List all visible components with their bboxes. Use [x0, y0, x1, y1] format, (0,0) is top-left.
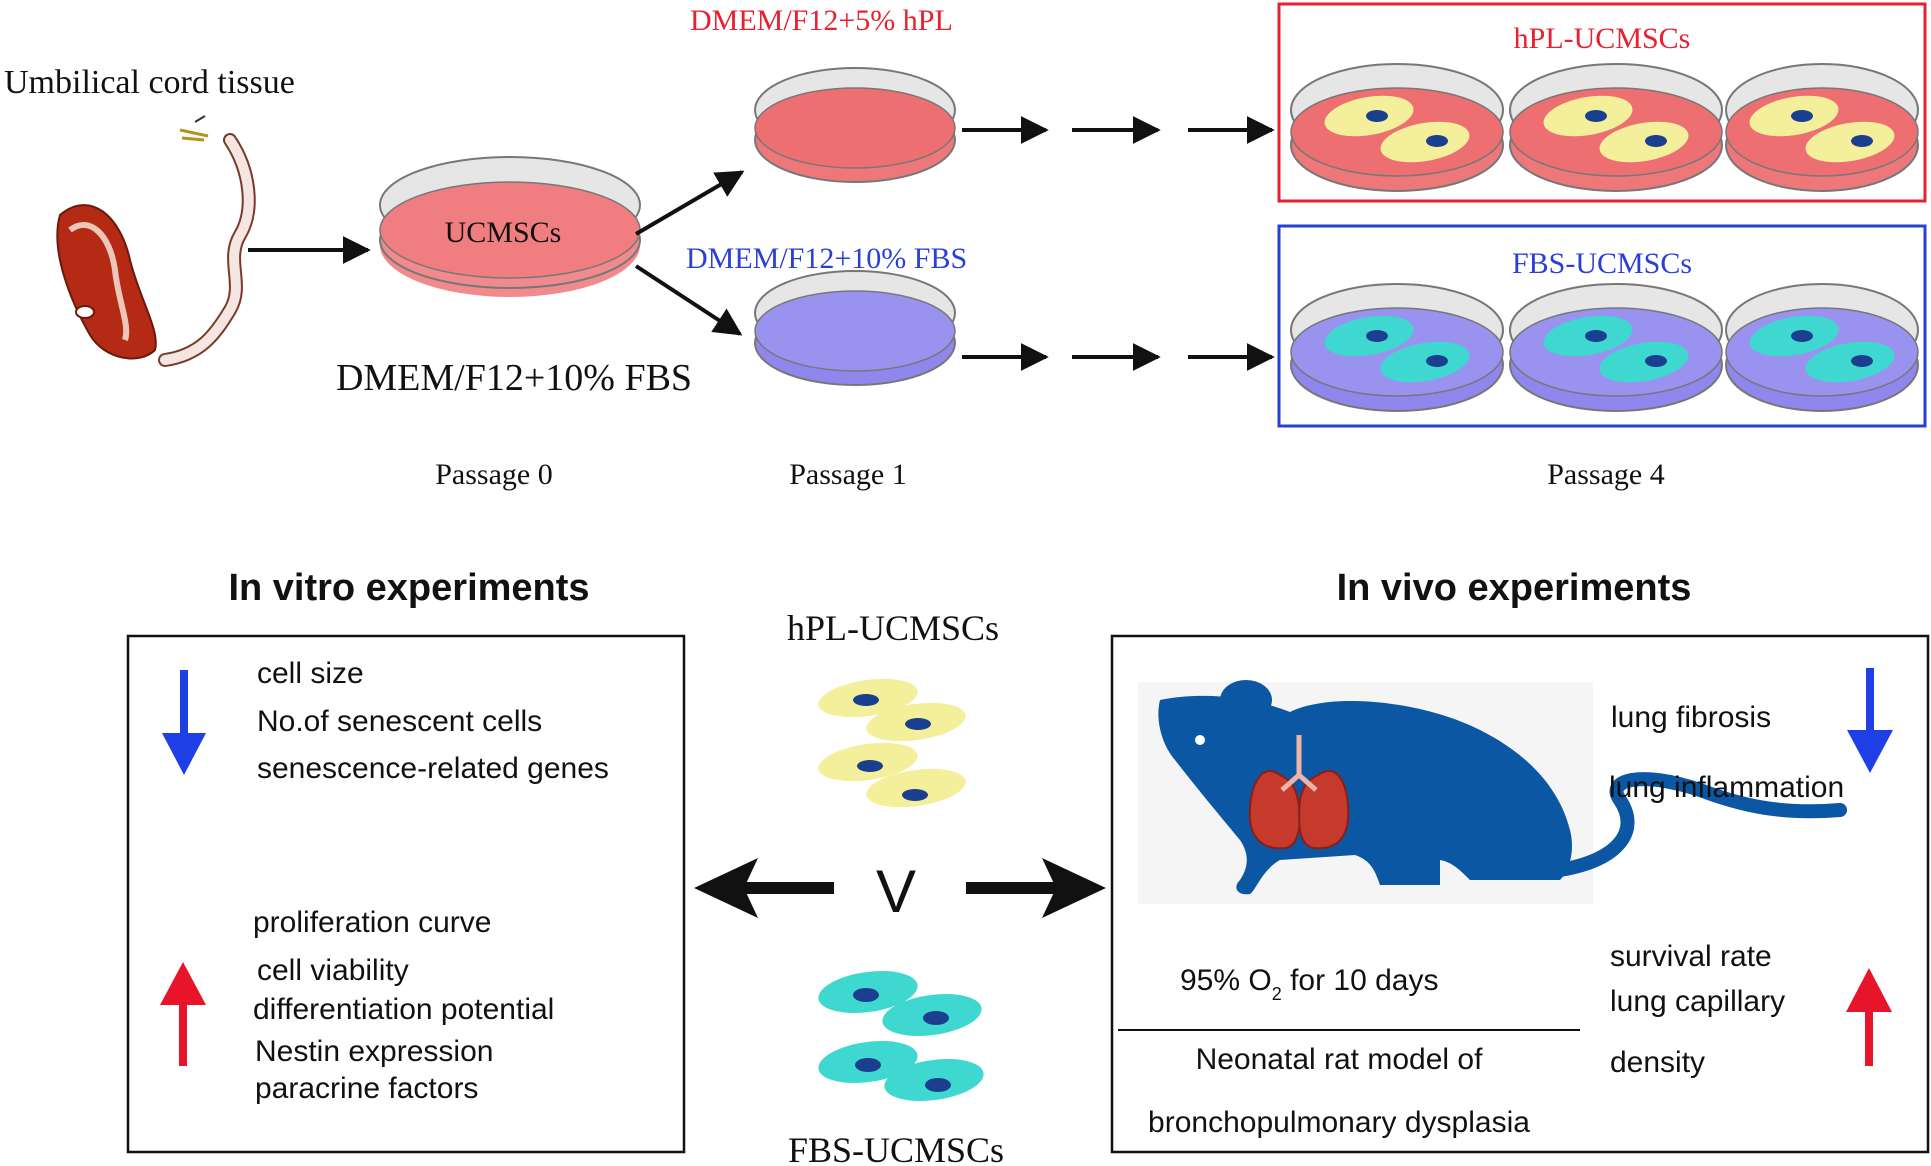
p4-hpl-dish-1 — [1290, 63, 1504, 192]
p1-fbs-dish — [754, 270, 956, 386]
p0-medium-label: DMEM/F12+10% FBS — [336, 357, 692, 399]
in-vitro-increased-2: differentiation potential — [253, 993, 554, 1026]
in-vitro-decreased-2: senescence-related genes — [257, 752, 609, 785]
in-vitro-increased-1: cell viability — [257, 954, 409, 987]
in-vitro-increased-4: paracrine factors — [255, 1072, 478, 1105]
passage-1-label: Passage 1 — [789, 458, 906, 491]
in-vitro-increased-3: Nestin expression — [255, 1035, 493, 1068]
in-vitro-increase-arrow — [160, 962, 206, 1066]
in-vitro-title: In vitro experiments — [228, 567, 589, 609]
p1-hpl-dish — [754, 67, 956, 183]
p4-fbs-dish-3 — [1725, 283, 1919, 412]
in-vitro-box — [126, 634, 686, 1154]
center-hpl-label: hPL-UCMSCs — [787, 608, 999, 648]
model-line-1: Neonatal rat model of — [1196, 1043, 1483, 1076]
in-vivo-decreased-1: lung inflammation — [1609, 771, 1844, 804]
arrow-to-fbs — [634, 264, 743, 336]
in-vivo-increase-arrow — [1846, 968, 1892, 1066]
in-vivo-increased-0: survival rate — [1610, 940, 1772, 973]
arrow-to-hpl — [634, 170, 745, 236]
p4-hpl-dish-2 — [1509, 63, 1723, 192]
in-vivo-box — [1110, 634, 1930, 1154]
p4-hpl-dish-3 — [1725, 63, 1919, 192]
p4-fbs-dish-1 — [1290, 283, 1504, 412]
right-arrow-to-in-vivo — [966, 858, 1106, 918]
in-vivo-decrease-arrow — [1847, 668, 1893, 773]
in-vivo-increased-1: lung capillary — [1610, 985, 1785, 1018]
in-vitro-increased-0: proliferation curve — [253, 906, 491, 939]
hpl-medium-label: DMEM/F12+5% hPL — [690, 4, 953, 37]
center-fbs-label: FBS-UCMSCs — [788, 1130, 1004, 1166]
fbs-medium-label: DMEM/F12+10% FBS — [686, 242, 967, 275]
hpl-cells-group — [818, 678, 966, 808]
in-vivo-title: In vivo experiments — [1337, 567, 1692, 609]
p4-fbs-dish-2 — [1509, 283, 1723, 412]
passage-4-label: Passage 4 — [1547, 458, 1664, 491]
fbs-cells-group — [818, 971, 984, 1101]
in-vitro-decreased-0: cell size — [257, 657, 364, 690]
in-vitro-decreased-1: No.of senescent cells — [257, 705, 542, 738]
left-arrow-to-in-vitro — [694, 858, 834, 918]
fbs-box-title: FBS-UCMSCs — [1512, 247, 1692, 280]
in-vivo-increased-2: density — [1610, 1046, 1705, 1079]
p0-dish-label: UCMSCs — [445, 216, 562, 249]
p0-dish — [379, 156, 641, 297]
comparison-symbol: V — [876, 858, 916, 925]
hyperoxia-condition: 95% O2 for 10 days — [1180, 964, 1439, 1004]
in-vivo-decreased-0: lung fibrosis — [1611, 701, 1771, 734]
hpl-box-title: hPL-UCMSCs — [1514, 22, 1691, 55]
in-vitro-decrease-arrow — [162, 670, 206, 775]
passage-0-label: Passage 0 — [435, 458, 552, 491]
fbs-result-box — [1277, 224, 1927, 428]
rat-illustration — [1138, 680, 1847, 904]
umbilical-cord-label: Umbilical cord tissue — [4, 64, 295, 101]
umbilical-cord-icon — [56, 115, 256, 367]
hpl-result-box — [1277, 2, 1927, 203]
model-line-2: bronchopulmonary dysplasia — [1148, 1106, 1530, 1139]
